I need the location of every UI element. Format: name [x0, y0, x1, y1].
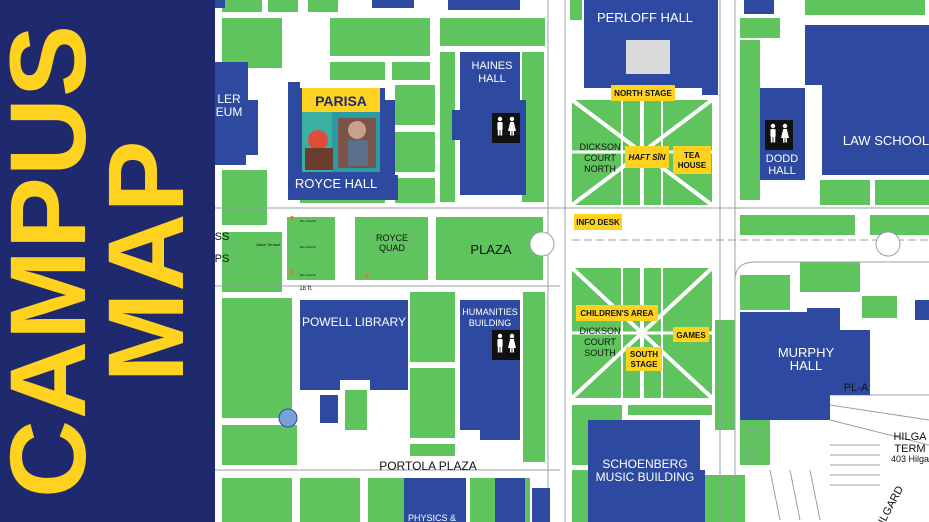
janss-terrace-label: Janss Terrace — [256, 242, 282, 247]
childrens-area-label: CHILDREN'S AREA — [580, 309, 653, 318]
haines-hall-building — [452, 52, 526, 195]
dickson-court-south-lawn — [570, 266, 714, 400]
sidebar-title-map: MAP — [85, 139, 206, 383]
eighteen-ft-label: 18 ft. — [299, 286, 313, 292]
physics-label: PHYSICS & — [408, 513, 456, 522]
royce-quad-label-1: ROYCE — [376, 233, 408, 243]
dickson-south-label-2: COURT — [584, 337, 616, 347]
parisa-event-poster[interactable]: PARISA — [302, 88, 380, 172]
tree-marker-1 — [290, 216, 294, 220]
dickson-south-label-1: DICKSON — [579, 326, 620, 336]
hilgard-terminal-label-2: TERM — [894, 443, 925, 455]
dickson-south-label-3: SOUTH — [584, 348, 616, 358]
fowler-label-1: LER — [217, 92, 241, 106]
tree-label-1: Elm Arborist — [300, 219, 316, 223]
schoenberg-label-1: SCHOENBERG — [602, 457, 687, 471]
haft-sin-label: HAFT SĪN — [629, 153, 666, 162]
tree-label-2: Elm Arborist — [300, 245, 316, 249]
games-tag — [673, 327, 709, 342]
royce-hall-label: ROYCE HALL — [295, 176, 377, 191]
roundabout-east — [875, 231, 901, 257]
perloff-hall-label: PERLOFF HALL — [597, 10, 693, 25]
dodd-hall-label-2: HALL — [768, 165, 796, 177]
plaza-label: PLAZA — [470, 242, 512, 257]
murphy-hall-building — [740, 308, 870, 420]
haines-hall-label-1: HAINES — [472, 60, 513, 72]
royce-quad-label-2: QUAD — [379, 243, 406, 253]
law-school-label: LAW SCHOOL — [843, 133, 929, 148]
humanities-label-1: HUMANITIES — [462, 307, 518, 317]
haft-sin-tag — [625, 146, 669, 168]
murphy-hall-label-1: MURPHY — [778, 345, 835, 360]
sidebar: CAMPUS MAP — [0, 0, 215, 522]
schoenberg-label-2: MUSIC BUILDING — [596, 470, 695, 484]
murphy-hall-label-2: HALL — [790, 358, 823, 373]
north-stage-tag — [611, 85, 675, 101]
building-top-3 — [744, 0, 774, 14]
restroom-icon[interactable] — [492, 113, 520, 143]
parking-pla-label: PL-A — [844, 382, 869, 394]
sidebar-title: CAMPUS MAP — [0, 0, 215, 522]
parking-lot — [745, 429, 880, 521]
info-desk-label: INFO DESK — [576, 218, 620, 227]
ss-label: SS — [215, 231, 229, 243]
humanities-label-2: BUILDING — [469, 318, 512, 328]
restroom-icon[interactable] — [492, 330, 520, 360]
building-top-1 — [372, 0, 414, 8]
north-stage-label: NORTH STAGE — [614, 89, 672, 98]
fountain-marker — [278, 408, 298, 428]
ps-label: PS — [215, 253, 229, 265]
dickson-north-label-1: DICKSON — [579, 142, 620, 152]
building-south-1 — [495, 478, 525, 522]
hilgard-terminal-label-1: HILGA — [893, 431, 927, 443]
building-east-edge — [915, 300, 929, 320]
restroom-icon[interactable] — [765, 120, 793, 150]
powell-annex — [320, 395, 338, 423]
campus-map[interactable]: PARISA PERLOFF HALL HAINES HALL LER EUM … — [215, 0, 929, 522]
south-stage-tag — [626, 347, 662, 371]
dickson-north-label-2: COURT — [584, 153, 616, 163]
tree-marker-3 — [365, 274, 369, 278]
law-school-building — [805, 25, 929, 175]
powell-library-building — [300, 300, 408, 390]
building-edge — [215, 0, 225, 8]
games-label: GAMES — [676, 331, 706, 340]
childrens-area-tag — [576, 305, 658, 321]
fowler-museum-building — [215, 62, 258, 165]
powell-library-label: POWELL LIBRARY — [302, 315, 406, 329]
haines-hall-label-2: HALL — [478, 73, 506, 85]
roundabout-west — [529, 231, 555, 257]
event-title: PARISA — [315, 93, 367, 109]
south-stage-label-1: SOUTH — [630, 350, 658, 359]
tree-marker-2 — [290, 270, 294, 274]
portola-plaza-label: PORTOLA PLAZA — [379, 459, 477, 473]
hilgard-address-label: 403 Hilga — [891, 454, 929, 464]
south-stage-label-2: STAGE — [631, 360, 659, 369]
tea-house-tag — [673, 146, 711, 174]
poster-artwork — [308, 130, 328, 150]
building-south-2 — [532, 488, 550, 522]
dickson-north-label-3: NORTH — [584, 164, 616, 174]
house-label: HOUSE — [678, 161, 707, 170]
dodd-hall-label-1: DODD — [766, 153, 798, 165]
powell-courtyard — [345, 390, 367, 430]
perloff-courtyard — [626, 40, 670, 74]
fowler-label-2: EUM — [216, 105, 243, 119]
info-desk-tag — [574, 214, 622, 230]
poster-portrait — [348, 121, 366, 139]
tea-label: TEA — [684, 151, 700, 160]
physics-building — [404, 478, 466, 522]
schoenberg-music-building — [588, 420, 705, 522]
roads — [215, 0, 929, 522]
building-top-2 — [448, 0, 520, 10]
tree-label-3: Elm Arborist — [300, 273, 316, 277]
